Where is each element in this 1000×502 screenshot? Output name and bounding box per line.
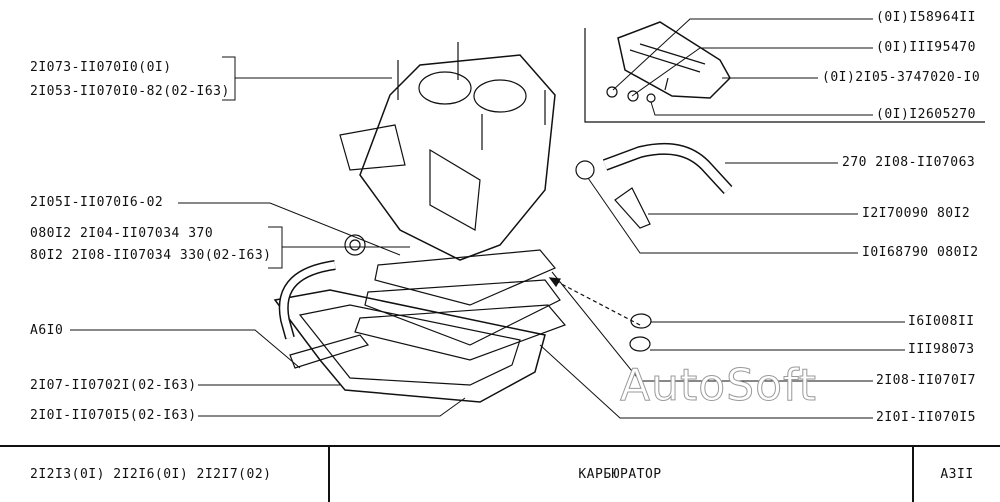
section-code: A3II	[940, 467, 974, 482]
part-label: A6I0	[30, 323, 64, 338]
part-label: (0I)I58964II	[876, 10, 976, 25]
relay-screw	[646, 93, 656, 103]
part-label: 80I2 2I08-II07034 330(02-I63)	[30, 248, 272, 263]
assembly-name: КАРБЮРАТОР	[578, 467, 662, 482]
part-label: I0I68790 080I2	[862, 245, 979, 260]
base-plate	[273, 289, 546, 403]
part-label: III98073	[908, 342, 975, 357]
title-divider	[912, 447, 914, 502]
part-label: (0I)2I05-3747020-I0	[822, 70, 981, 85]
part-label: 2I0I-II070I5	[876, 410, 976, 425]
part-label: 2I07-II0702I(02-I63)	[30, 378, 197, 393]
part-label: I6I008II	[908, 314, 975, 329]
part-label: 080I2 2I04-II07034 370	[30, 226, 214, 241]
relay-module	[617, 21, 731, 99]
part-label: (0I)III95470	[876, 40, 976, 55]
dashed-pointer	[549, 277, 641, 326]
solenoid-wire	[614, 187, 651, 229]
washer	[629, 336, 651, 352]
leader-lines-right	[539, 18, 905, 419]
applicable-models: 2I2I3(0I) 2I2I6(0I) 2I2I7(02)	[30, 467, 272, 482]
fitting	[289, 334, 370, 369]
part-label: 2I08-II070I7	[876, 373, 976, 388]
inset-frame	[584, 28, 985, 123]
part-label: 2I073-II070I0(0I)	[30, 60, 172, 75]
watermark: AutoSoft	[620, 360, 817, 412]
title-divider	[328, 447, 330, 502]
gasket-lower	[354, 304, 567, 361]
part-label: 2I053-II070I0-82(02-I63)	[30, 84, 230, 99]
part-label: 270 2I08-II07063	[842, 155, 976, 170]
title-block: 2I2I3(0I) 2I2I6(0I) 2I2I7(02) КАРБЮРАТОР…	[0, 445, 1000, 502]
leader-lines-left	[70, 56, 466, 417]
part-label: (0I)I2605270	[876, 107, 976, 122]
relay-nut	[606, 86, 618, 98]
nut	[630, 313, 652, 329]
hose-clamp	[575, 160, 595, 180]
carburetor-exploded-diagram	[70, 18, 985, 419]
part-label: 2I0I-II070I5(02-I63)	[30, 408, 197, 423]
part-label: 2I05I-II070I6-02	[30, 195, 164, 210]
gasket-mid	[364, 279, 561, 346]
gasket-upper	[374, 249, 556, 306]
carburetor-body	[359, 54, 556, 261]
part-label: I2I70090 80I2	[862, 206, 971, 221]
relay-washer	[627, 90, 639, 102]
